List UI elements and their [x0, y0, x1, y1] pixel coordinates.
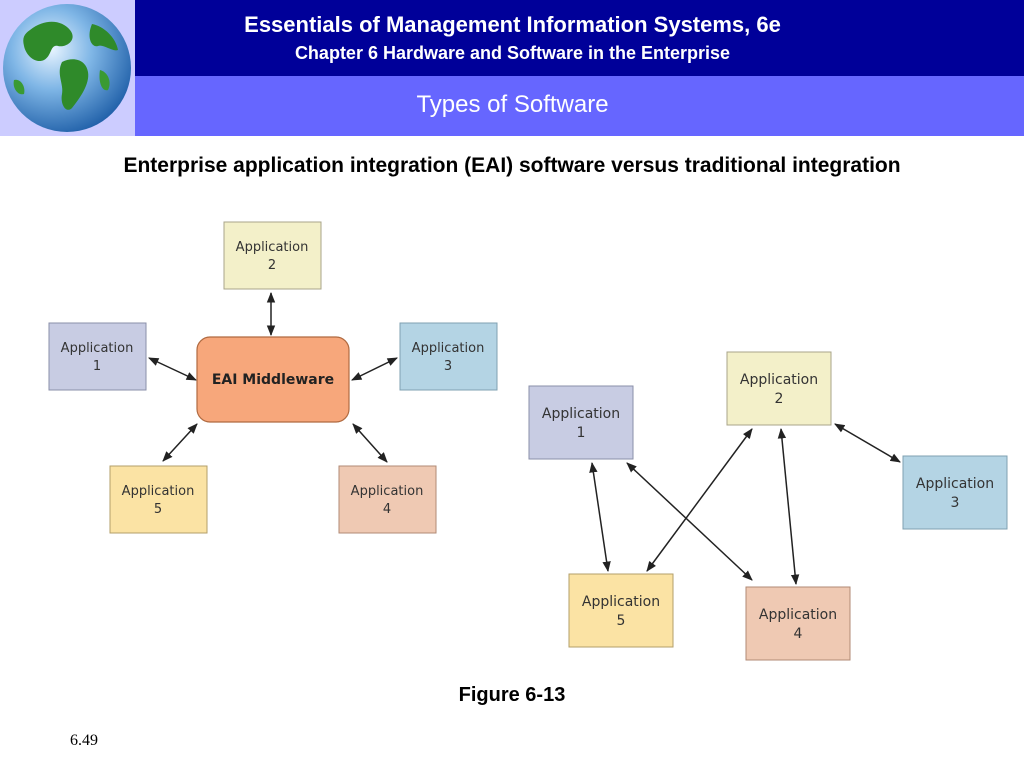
eai-app1-label: Application	[61, 341, 134, 356]
trad-app5-label: Application	[582, 594, 660, 610]
eai-app5-label: Application	[122, 484, 195, 499]
eai-app2: Application 2	[223, 221, 322, 290]
eai-app4-number: 4	[383, 502, 391, 517]
trad-app4: Application 4	[745, 586, 851, 661]
trad-link-2-3	[834, 423, 901, 463]
trad-app4-label: Application	[759, 607, 837, 623]
trad-app1-label: Application	[542, 406, 620, 422]
globe-icon	[3, 4, 131, 132]
trad-app5: Application 5	[568, 573, 674, 648]
eai-middleware-label: EAI Middleware	[212, 372, 334, 388]
eai-app4-label: Application	[351, 484, 424, 499]
eai-app1-number: 1	[93, 359, 101, 374]
trad-app3-number: 3	[951, 495, 960, 511]
trad-link-2-4	[777, 427, 800, 586]
eai-link-app5	[162, 423, 198, 462]
eai-app5-number: 5	[154, 502, 162, 517]
eai-app2-label: Application	[236, 240, 309, 255]
eai-app5: Application 5	[109, 465, 208, 534]
trad-app3-label: Application	[916, 476, 994, 492]
trad-app2-label: Application	[740, 372, 818, 388]
eai-connectors	[148, 291, 398, 463]
globe-logo	[0, 0, 135, 136]
trad-app1-number: 1	[577, 425, 586, 441]
book-title: Essentials of Management Information Sys…	[244, 12, 781, 37]
eai-link-app4	[352, 423, 388, 463]
eai-app4: Application 4	[338, 465, 437, 534]
trad-link-1-5	[589, 461, 611, 573]
trad-link-1-4	[626, 462, 753, 581]
section-banner	[135, 76, 1024, 136]
traditional-connectors	[589, 423, 901, 586]
header-banner	[135, 0, 1024, 76]
trad-app5-number: 5	[617, 613, 626, 629]
trad-app2: Application 2	[726, 351, 832, 426]
chapter-title: Chapter 6 Hardware and Software in the E…	[294, 43, 731, 63]
trad-link-2-5	[646, 428, 753, 572]
section-title: Types of Software	[416, 91, 609, 118]
eai-middleware-box: EAI Middleware	[196, 336, 350, 423]
trad-app3: Application 3	[902, 455, 1008, 530]
trad-app2-number: 2	[775, 391, 784, 407]
eai-app3-number: 3	[444, 359, 452, 374]
slide-number: 6.49	[70, 732, 98, 749]
eai-link-app3	[351, 357, 398, 381]
eai-app3-label: Application	[412, 341, 485, 356]
figure-caption: Figure 6-13	[458, 684, 566, 706]
eai-app1: Application 1	[48, 322, 147, 391]
trad-app4-number: 4	[794, 626, 803, 642]
eai-app2-number: 2	[268, 258, 276, 273]
eai-link-app1	[148, 357, 197, 381]
trad-app1: Application 1	[528, 385, 634, 460]
eai-app3: Application 3	[399, 322, 498, 391]
slide-subtitle: Enterprise application integration (EAI)…	[123, 154, 901, 177]
